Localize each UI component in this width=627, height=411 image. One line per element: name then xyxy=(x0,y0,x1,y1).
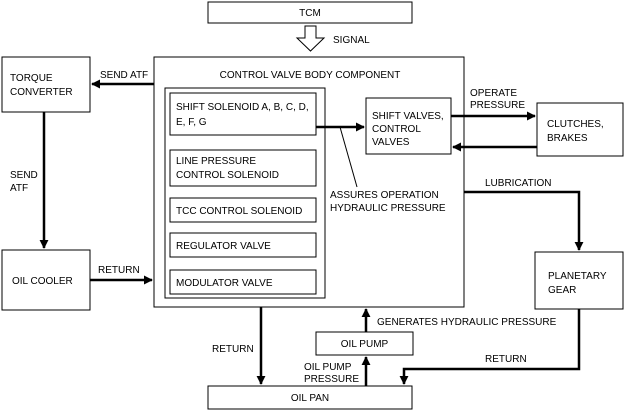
return-planetary-label: RETURN xyxy=(485,354,527,365)
oil-pump-pressure-line-1: OIL PUMP xyxy=(304,362,352,373)
planetary-gear-line-2: GEAR xyxy=(548,285,576,296)
torque-converter-line-2: CONVERTER xyxy=(10,87,73,98)
oil-cooler-box: OIL COOLER xyxy=(1,249,91,311)
modulator-valve-label: MODULATOR VALVE xyxy=(176,278,273,289)
generates-label: GENERATES HYDRAULIC PRESSURE xyxy=(377,317,557,328)
send-atf-top-label: SEND ATF xyxy=(100,70,148,81)
planetary-gear-box: PLANETARY GEAR xyxy=(534,251,624,310)
clutches-brakes-line-1: CLUTCHES, xyxy=(547,119,604,130)
planetary-return-arrow xyxy=(399,309,581,385)
shift-valves-line-1: SHIFT VALVES, xyxy=(372,111,444,122)
signal-label: SIGNAL xyxy=(333,35,370,46)
signal-arrow xyxy=(295,25,326,52)
assures-line-2: HYDRAULIC PRESSURE xyxy=(330,203,446,214)
oil-pan-box: OIL PAN xyxy=(207,385,413,410)
shift-valves-box: SHIFT VALVES, CONTROL VALVES xyxy=(365,97,452,155)
modulator-valve-box: MODULATOR VALVE xyxy=(169,269,317,295)
tcm-box: TCM xyxy=(207,1,413,24)
oil-cooler-label: OIL COOLER xyxy=(12,276,73,287)
line-pressure-line-2: CONTROL SOLENOID xyxy=(176,170,279,181)
return-pan-label: RETURN xyxy=(212,344,254,355)
assures-line-1: ASSURES OPERATION xyxy=(330,190,439,201)
line-pressure-line-1: LINE PRESSURE xyxy=(176,156,256,167)
oil-pump-box: OIL PUMP xyxy=(315,331,414,356)
shift-solenoid-box: SHIFT SOLENOID A, B, C, D, E, F, G xyxy=(169,92,317,136)
regulator-valve-label: REGULATOR VALVE xyxy=(176,241,271,252)
lubrication-arrow xyxy=(464,190,584,251)
shift-valves-line-2: CONTROL xyxy=(372,124,421,135)
torque-converter-box: TORQUE CONVERTER xyxy=(1,56,91,113)
planetary-gear-line-1: PLANETARY xyxy=(548,271,607,282)
tcc-solenoid-box: TCC CONTROL SOLENOID xyxy=(169,197,317,223)
operate-pressure-line-1: OPERATE xyxy=(470,88,517,99)
clutches-brakes-line-2: BRAKES xyxy=(547,133,588,144)
oil-pan-label: OIL PAN xyxy=(291,393,329,404)
oil-pump-pressure-line-2: PRESSURE xyxy=(304,374,359,385)
tcm-label: TCM xyxy=(299,8,321,19)
send-atf-left-line-1: SEND xyxy=(10,170,38,181)
shift-solenoid-line-2: E, F, G xyxy=(176,117,207,128)
lubrication-label: LUBRICATION xyxy=(485,178,552,189)
tcc-solenoid-label: TCC CONTROL SOLENOID xyxy=(176,206,302,217)
control-valve-body-label: CONTROL VALVE BODY COMPONENT xyxy=(220,70,401,81)
operate-pressure-line-2: PRESSURE xyxy=(470,100,525,111)
assures-pointer xyxy=(339,126,358,188)
shift-valves-line-3: VALVES xyxy=(372,137,410,148)
return-cooler-label: RETURN xyxy=(98,265,140,276)
torque-converter-line-1: TORQUE xyxy=(10,73,53,84)
send-atf-left-line-2: ATF xyxy=(10,183,28,194)
oil-pump-label: OIL PUMP xyxy=(341,339,389,350)
line-pressure-solenoid-box: LINE PRESSURE CONTROL SOLENOID xyxy=(169,149,317,187)
clutches-brakes-box: CLUTCHES, BRAKES xyxy=(536,102,624,157)
regulator-valve-box: REGULATOR VALVE xyxy=(169,232,317,258)
shift-solenoid-line-1: SHIFT SOLENOID A, B, C, D, xyxy=(176,102,309,113)
